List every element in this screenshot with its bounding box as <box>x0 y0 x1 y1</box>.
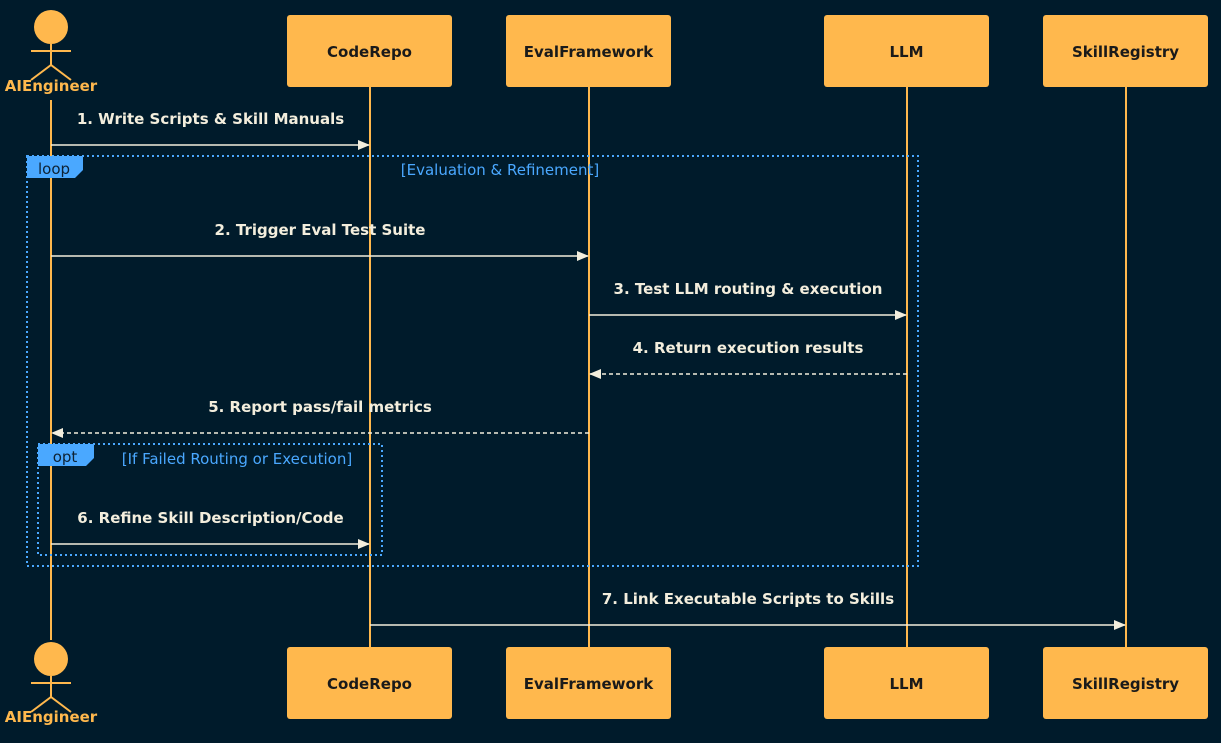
message-label: 4. Return execution results <box>633 339 864 357</box>
participant-box <box>506 15 671 87</box>
participant-box <box>824 15 989 87</box>
message-label: 1. Write Scripts & Skill Manuals <box>77 110 344 128</box>
participant-box <box>1043 647 1208 719</box>
participant-name: SkillRegistry <box>1072 675 1179 693</box>
participant-coderepo-top: CodeRepo <box>287 15 452 87</box>
participant-name: CodeRepo <box>327 675 412 693</box>
message-2: 2. Trigger Eval Test Suite <box>51 221 589 261</box>
message-label: 7. Link Executable Scripts to Skills <box>602 590 894 608</box>
actor-name: AIEngineer <box>5 708 98 726</box>
fragment-loop: loop [Evaluation & Refinement] <box>26 155 919 567</box>
participant-skillregistry-bottom: SkillRegistry <box>1043 647 1208 719</box>
fragment-tag <box>38 444 94 466</box>
participant-evalframework-top: EvalFramework <box>506 15 671 87</box>
message-3: 3. Test LLM routing & execution <box>589 280 907 320</box>
participant-box <box>287 15 452 87</box>
participant-skillregistry-top: SkillRegistry <box>1043 15 1208 87</box>
participant-name: LLM <box>889 43 923 61</box>
message-4: 4. Return execution results <box>589 339 907 379</box>
fragment-condition: [If Failed Routing or Execution] <box>122 450 352 468</box>
participant-box <box>287 647 452 719</box>
fragment-condition: [Evaluation & Refinement] <box>401 161 599 179</box>
participant-name: EvalFramework <box>524 675 654 693</box>
participant-name: SkillRegistry <box>1072 43 1179 61</box>
message-7: 7. Link Executable Scripts to Skills <box>370 590 1126 630</box>
fragment-tag <box>27 156 83 178</box>
participant-llm-top: LLM <box>824 15 989 87</box>
message-5: 5. Report pass/fail metrics <box>51 398 589 438</box>
actor-aiengineer-bottom: AIEngineer <box>5 642 98 726</box>
message-label: 5. Report pass/fail metrics <box>208 398 432 416</box>
participant-box <box>824 647 989 719</box>
actor-name: AIEngineer <box>5 77 98 95</box>
message-label: 3. Test LLM routing & execution <box>614 280 883 298</box>
stick-figure-actor-icon <box>30 10 72 81</box>
message-6: 6. Refine Skill Description/Code <box>51 509 370 549</box>
fragment-frame <box>26 155 919 567</box>
message-label: 2. Trigger Eval Test Suite <box>215 221 426 239</box>
fragment-type-label: opt <box>53 448 78 466</box>
participant-evalframework-bottom: EvalFramework <box>506 647 671 719</box>
fragment-type-label: loop <box>38 160 70 178</box>
participant-box <box>1043 15 1208 87</box>
stick-figure-actor-icon <box>30 642 72 713</box>
message-label: 6. Refine Skill Description/Code <box>77 509 343 527</box>
participant-llm-bottom: LLM <box>824 647 989 719</box>
participant-coderepo-bottom: CodeRepo <box>287 647 452 719</box>
participant-name: CodeRepo <box>327 43 412 61</box>
fragment-opt: opt [If Failed Routing or Execution] <box>37 443 383 556</box>
actor-aiengineer-top: AIEngineer <box>5 10 98 95</box>
participant-name: EvalFramework <box>524 43 654 61</box>
participant-name: LLM <box>889 675 923 693</box>
message-1: 1. Write Scripts & Skill Manuals <box>51 110 370 150</box>
fragment-frame <box>37 443 383 556</box>
participant-box <box>506 647 671 719</box>
